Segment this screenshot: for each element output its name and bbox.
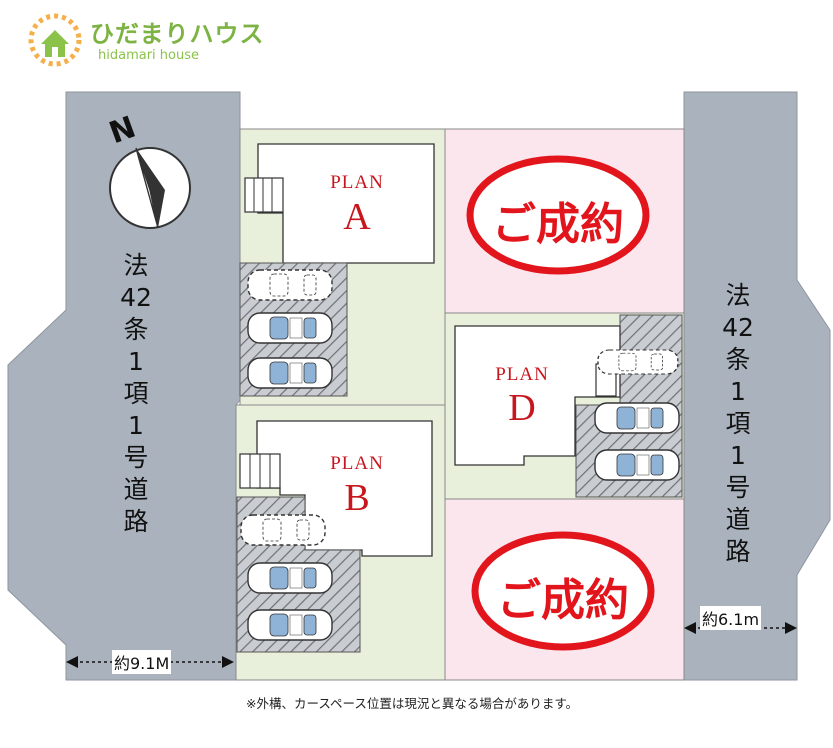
sold-label-north: ご成約 <box>492 199 624 250</box>
plan-d-title: PLAN <box>495 364 549 385</box>
car <box>594 402 680 434</box>
car-dashed <box>597 349 679 375</box>
west-road-width-arrow <box>66 656 234 668</box>
car <box>247 609 333 641</box>
plan-a-title: PLAN <box>330 172 384 193</box>
house-sun-icon <box>28 13 82 67</box>
east-road-width: 約6.1m <box>700 606 762 630</box>
compass <box>109 147 191 229</box>
car <box>247 357 333 389</box>
west-road-width: 約9.1M <box>112 650 172 674</box>
logo-title: ひだまりハウス <box>90 20 265 48</box>
steps-plan-a <box>244 177 284 213</box>
east-road <box>683 91 831 681</box>
logo-subtitle: hidamari house <box>98 48 199 63</box>
plan-d-letter: D <box>508 387 536 429</box>
car-dashed <box>247 269 333 301</box>
plan-a-letter: A <box>343 196 371 238</box>
east-road-label: 法42条1項1号道路 <box>722 281 754 566</box>
car <box>247 562 333 594</box>
sold-ellipse-south <box>471 531 655 651</box>
car <box>247 312 333 344</box>
plan-b-title: PLAN <box>330 453 384 474</box>
sold-ellipse-north <box>466 155 650 275</box>
house-plan-d <box>454 325 621 466</box>
car <box>594 449 680 481</box>
disclaimer-note: ※外構、カースペース位置は現況と異なる場合があります。 <box>246 696 579 711</box>
steps-plan-b <box>239 453 281 489</box>
plan-b-letter: B <box>344 477 370 519</box>
sold-label-south: ご成約 <box>497 575 629 626</box>
west-road-label: 法42条1項1号道路 <box>120 251 152 536</box>
